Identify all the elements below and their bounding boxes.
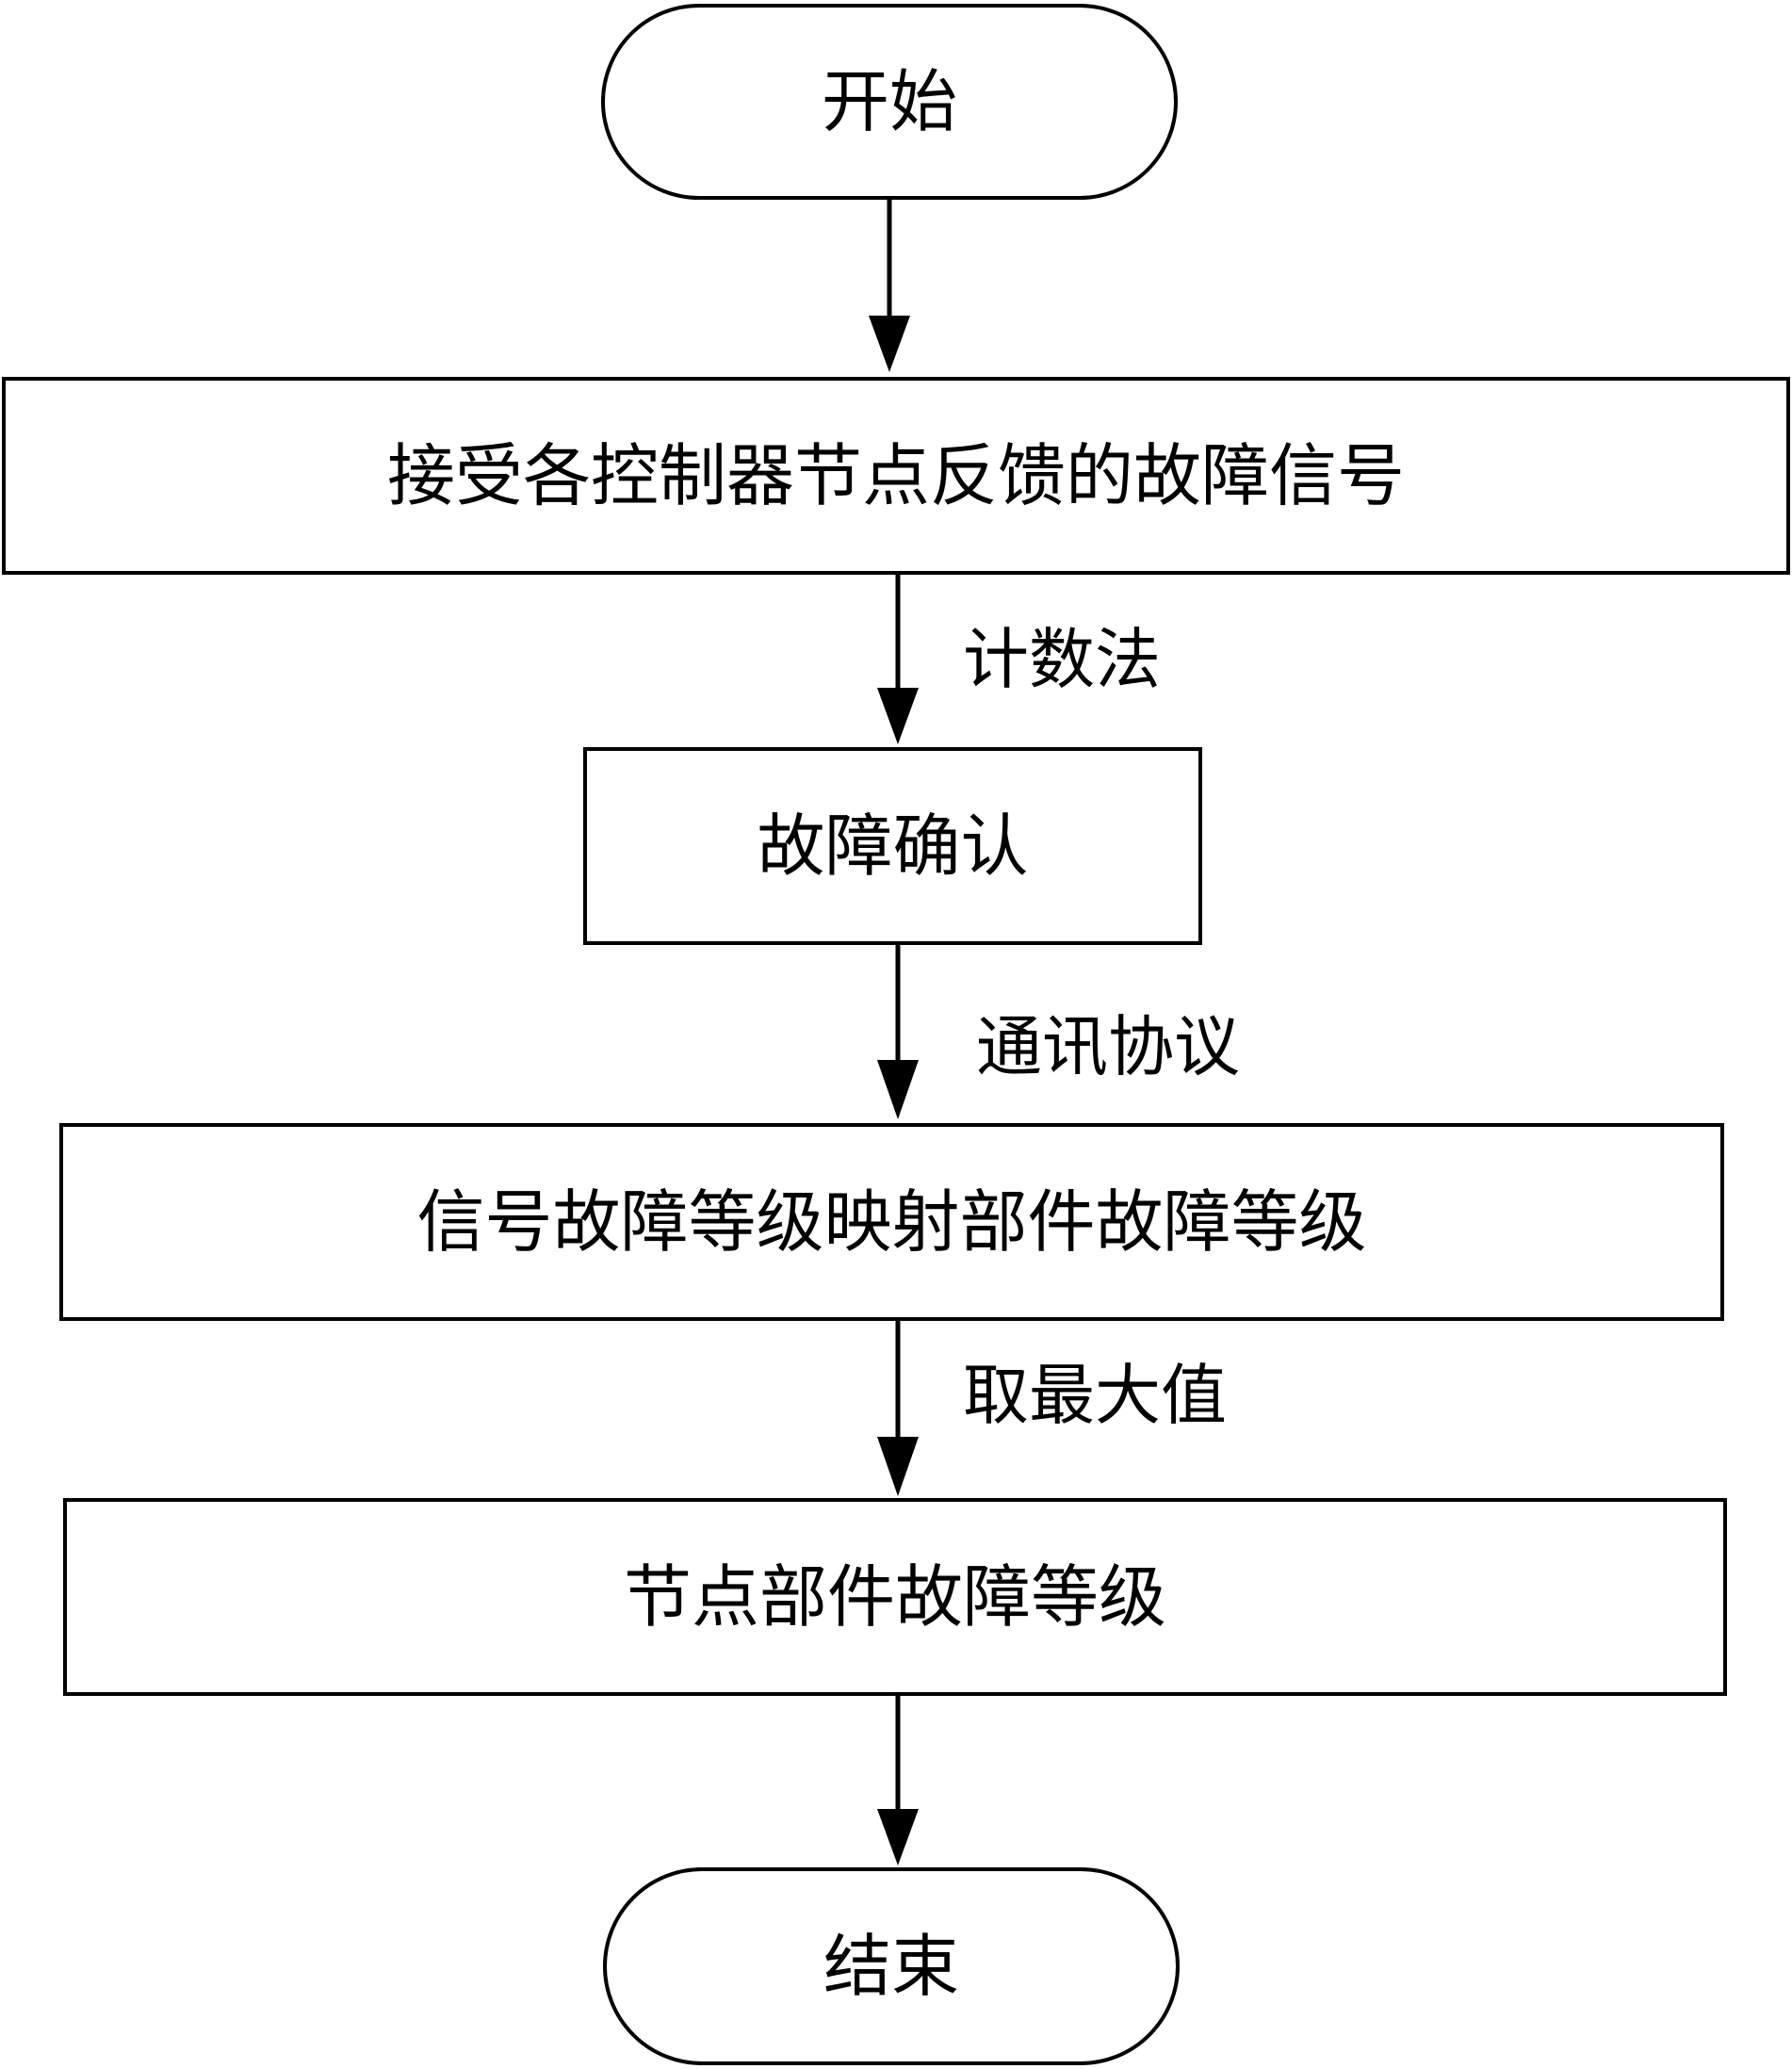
- start-label: 开始: [821, 62, 957, 141]
- step-fault-confirmation-label: 故障确认: [757, 806, 1029, 886]
- step-node-component-fault-level: 节点部件故障等级: [63, 1498, 1727, 1696]
- arrow-step4-to-end: [877, 1686, 919, 1865]
- edge-label-communication-protocol: 通讯协议: [976, 1008, 1240, 1085]
- step-fault-confirmation: 故障确认: [583, 747, 1202, 945]
- step-map-signal-to-component-level-label: 信号故障等级映射部件故障等级: [416, 1182, 1367, 1262]
- end-terminal: 结束: [603, 1867, 1180, 2065]
- arrow-step3-to-step4: [877, 1321, 919, 1496]
- edge-label-counting-method: 计数法: [963, 621, 1161, 698]
- step-receive-fault-signals: 接受各控制器节点反馈的故障信号: [2, 377, 1790, 575]
- arrow-step1-to-step2: [877, 575, 919, 744]
- edge-label-take-maximum: 取最大值: [963, 1357, 1227, 1434]
- step-receive-fault-signals-label: 接受各控制器节点反馈的故障信号: [386, 436, 1405, 515]
- step-node-component-fault-level-label: 节点部件故障等级: [623, 1557, 1166, 1637]
- arrow-step2-to-step3: [877, 945, 919, 1119]
- start-terminal: 开始: [601, 4, 1178, 200]
- arrow-start-to-step1: [869, 198, 910, 372]
- step-map-signal-to-component-level: 信号故障等级映射部件故障等级: [59, 1123, 1724, 1321]
- end-label: 结束: [823, 1927, 959, 2006]
